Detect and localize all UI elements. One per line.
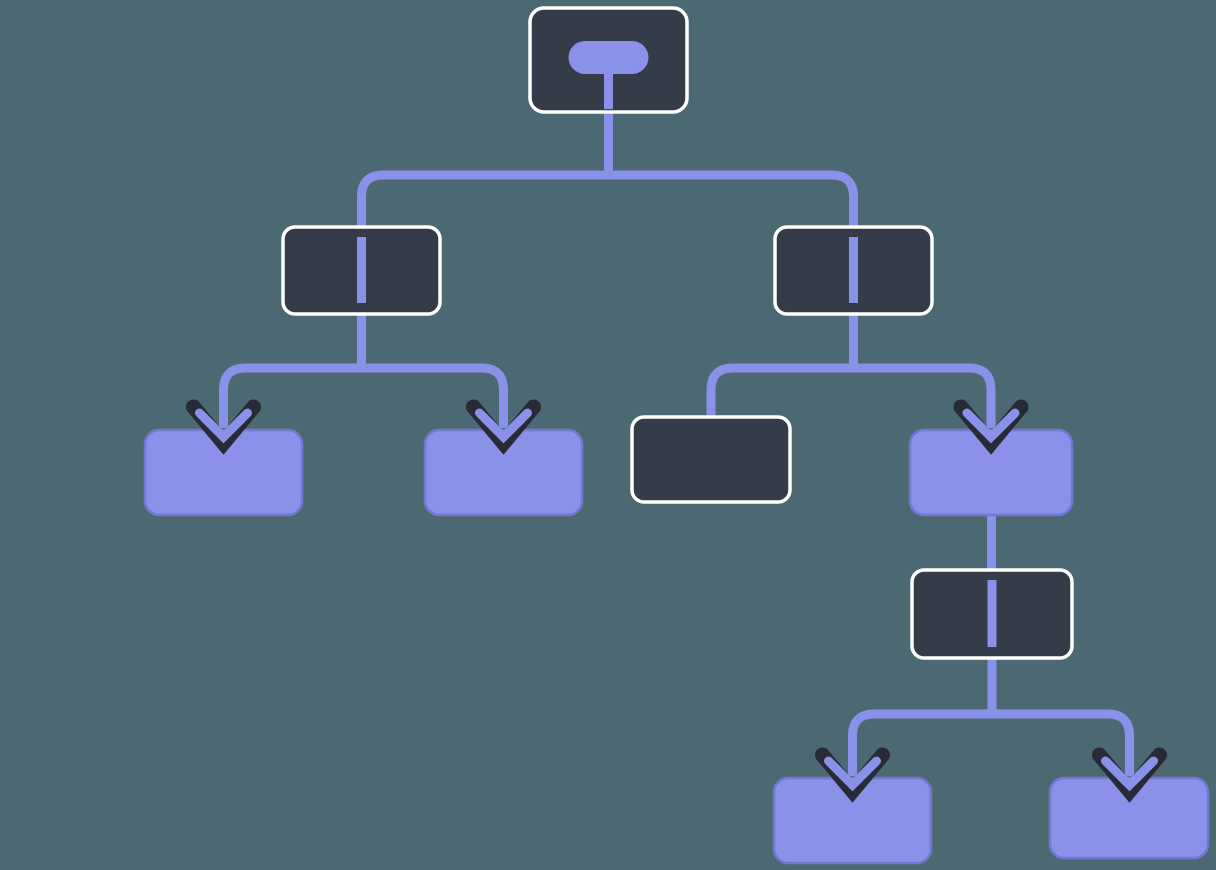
leaf-node-1-group	[143, 428, 304, 517]
drop-arrow-leaf-2	[466, 399, 541, 455]
plain-dark-node[interactable]	[630, 415, 792, 504]
edge-level1-branch	[357, 170, 858, 228]
leaf-node-1[interactable]	[143, 428, 304, 517]
leaf-node-2[interactable]	[423, 428, 584, 517]
leaf-node-5-group	[1048, 776, 1210, 860]
leaf-node-3-group	[908, 428, 1074, 517]
edge-bottom-branch	[848, 709, 1134, 776]
root-node-group	[528, 6, 689, 114]
drop-arrow-leaf-3	[953, 399, 1029, 455]
leaf-node-3[interactable]	[908, 428, 1074, 517]
branch-node-left-group	[281, 225, 442, 316]
chevron-purple-icon	[962, 408, 1020, 444]
chevron-purple-icon	[824, 756, 881, 792]
leaf-node-2-group	[423, 428, 584, 517]
drop-arrow-leaf-4	[815, 747, 890, 803]
branch-node-bottom-group	[910, 568, 1074, 660]
chevron-purple-icon	[475, 408, 532, 444]
drop-arrow-leaf-1	[186, 399, 261, 455]
edge-right-branch	[706, 363, 996, 428]
leaf-node-5[interactable]	[1048, 776, 1210, 860]
drop-arrow-leaf-5	[1092, 747, 1167, 803]
edge-left-branch	[219, 363, 508, 428]
leaf-node-4[interactable]	[772, 776, 933, 865]
chevron-purple-icon	[195, 408, 252, 444]
leaf-node-4-group	[772, 776, 933, 865]
plain-dark-node-group	[630, 415, 792, 504]
branch-node-right-group	[773, 225, 934, 316]
chevron-purple-icon	[1101, 756, 1158, 792]
pill-icon	[568, 41, 649, 74]
